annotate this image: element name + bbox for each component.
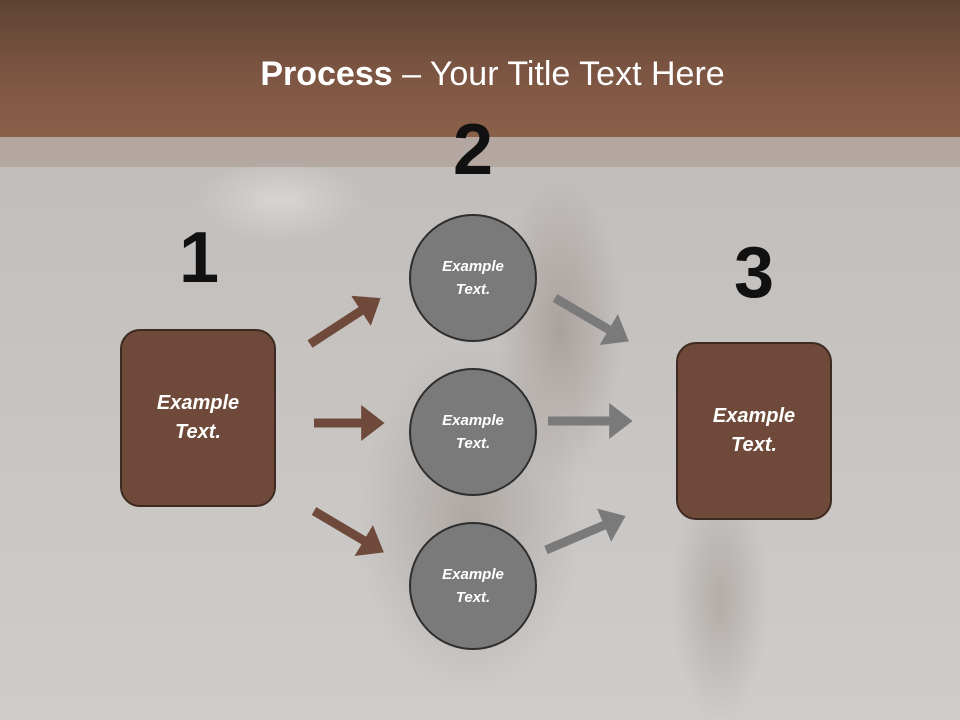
circle-top-label: Example Text.: [442, 258, 504, 298]
circle-bottom-label: Example Text.: [442, 566, 504, 606]
arrow-top-to-right: [552, 294, 629, 346]
page-title: Process – Your Title Text Here: [0, 52, 960, 96]
arrow-left-to-top: [307, 295, 381, 348]
step-number-1: 1: [178, 218, 220, 298]
arrow-bottom-to-right: [544, 508, 626, 555]
arrow-left-to-bottom: [311, 507, 384, 556]
right-box-label: Example Text.: [712, 405, 796, 456]
title-bold: Process: [260, 55, 393, 93]
title-header-bar: [0, 0, 960, 137]
circle-middle[interactable]: Example Text.: [409, 368, 537, 496]
step-number-3: 3: [733, 233, 775, 313]
title-rest: – Your Title Text Here: [392, 55, 725, 93]
left-box-label: Example Text.: [156, 392, 240, 443]
header-accent-band: [0, 137, 960, 167]
right-process-box[interactable]: Example Text.: [676, 342, 832, 520]
circle-bottom[interactable]: Example Text.: [409, 522, 537, 650]
left-process-box[interactable]: Example Text.: [120, 329, 276, 507]
circle-middle-label: Example Text.: [442, 412, 504, 452]
step-number-2: 2: [452, 110, 494, 190]
circle-top[interactable]: Example Text.: [409, 214, 537, 342]
